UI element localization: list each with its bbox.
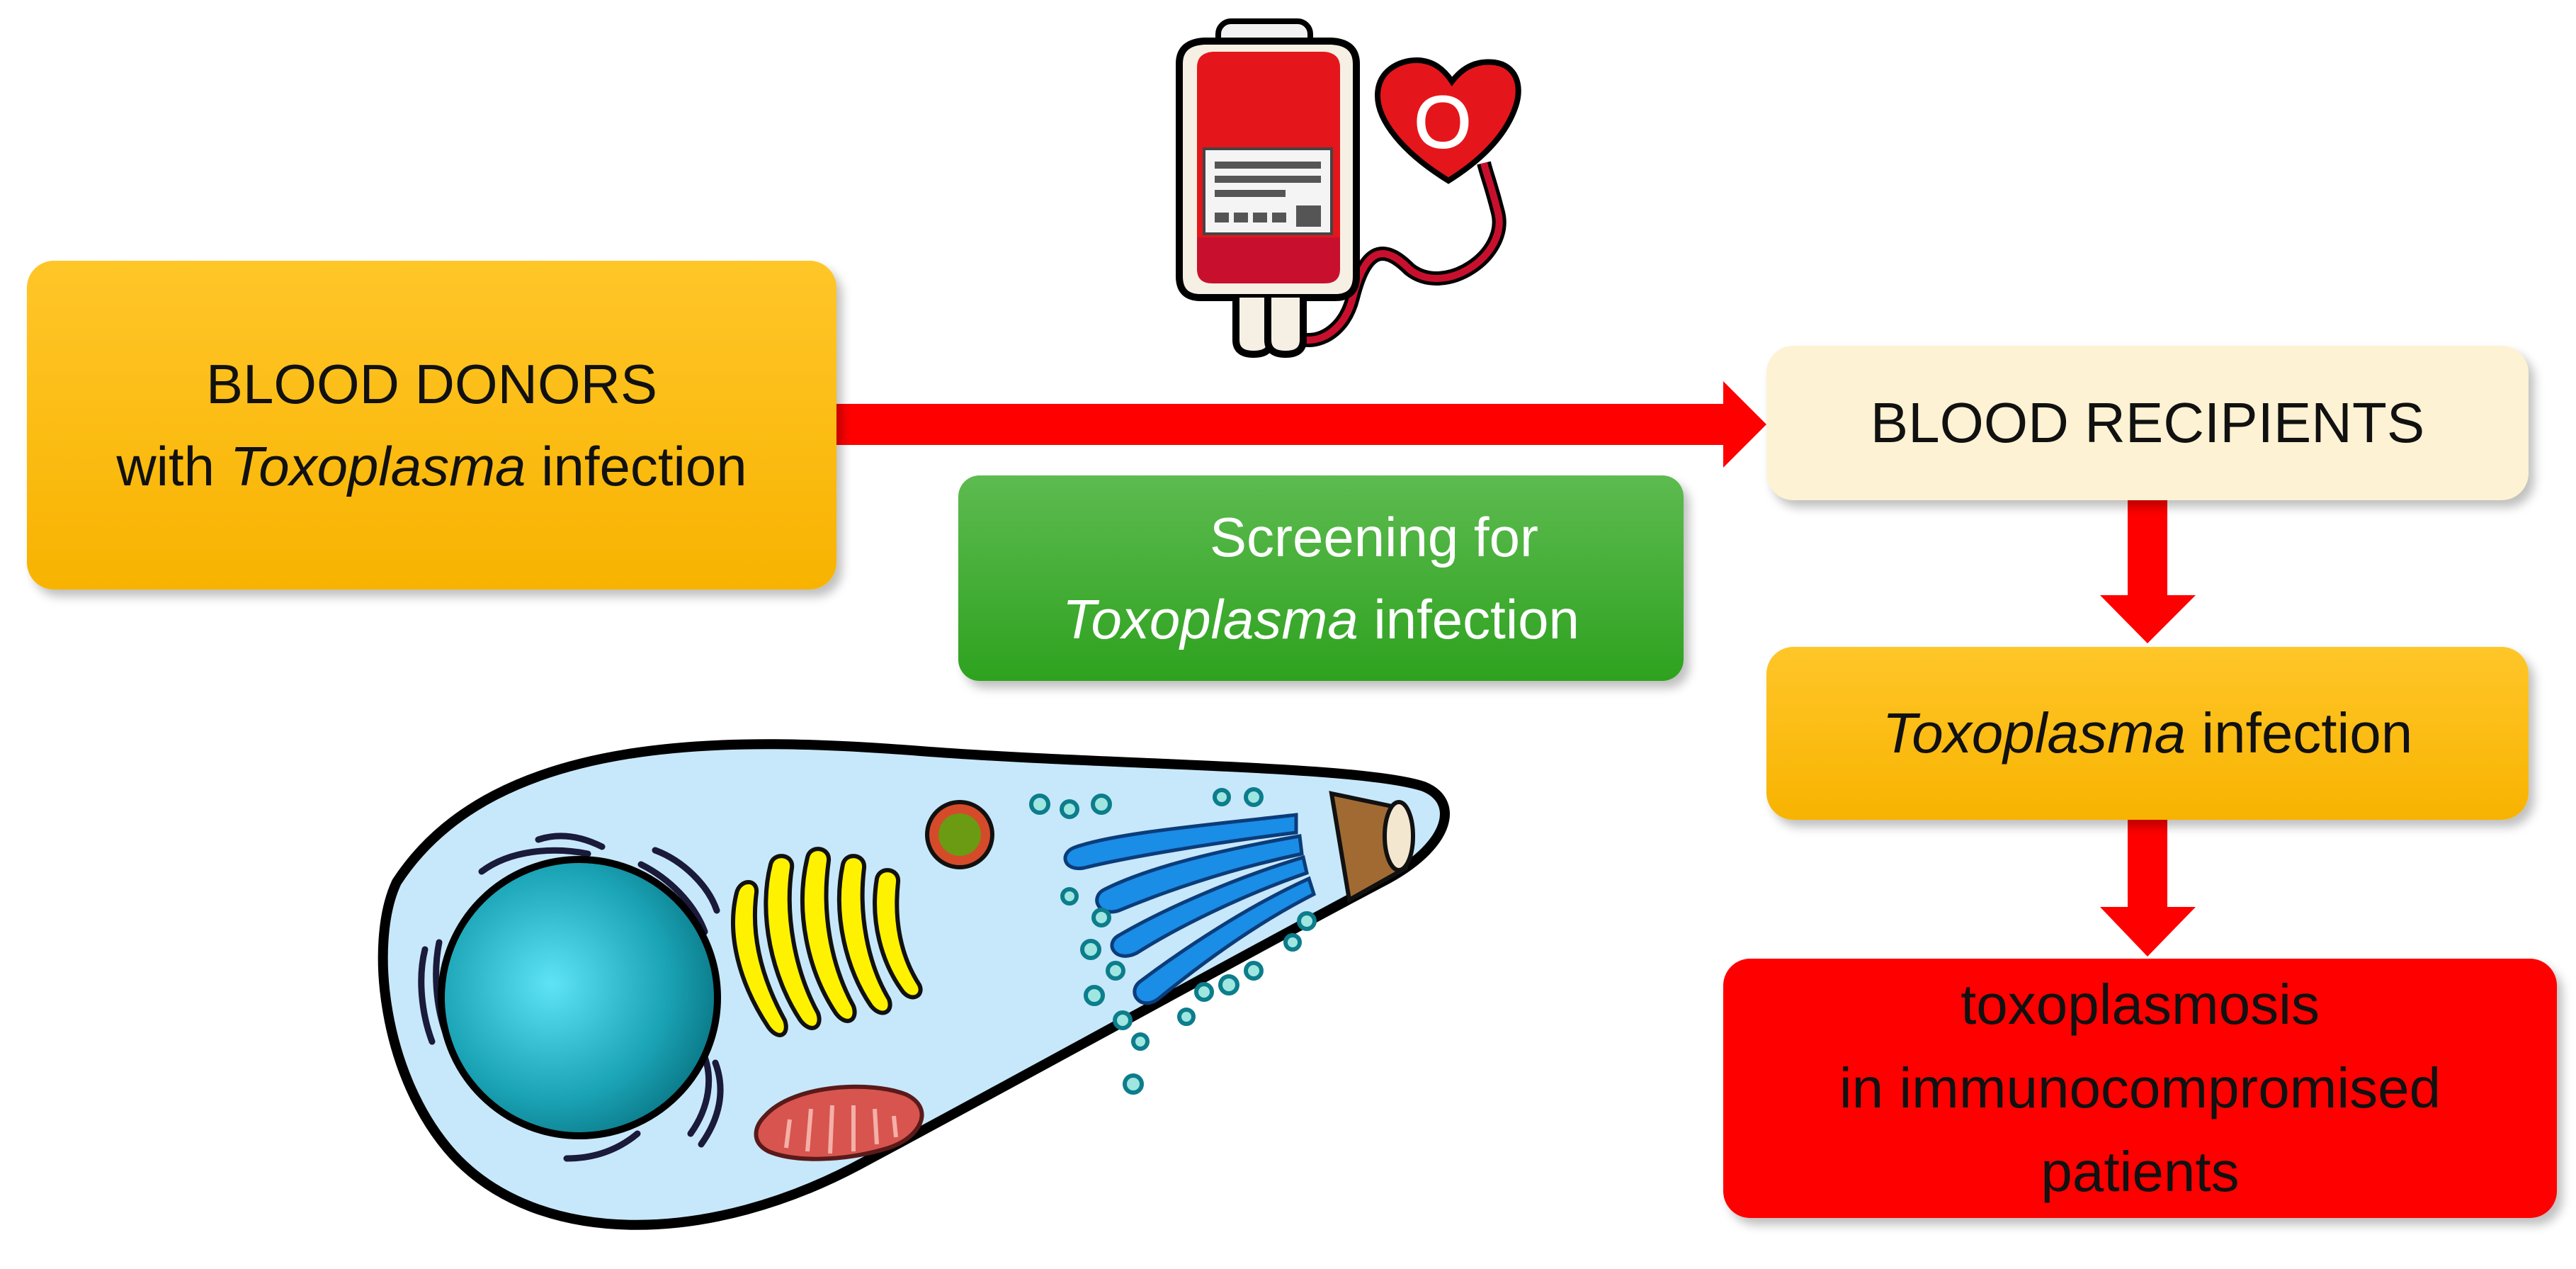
outcome-line-1: toxoplasmosis xyxy=(1961,973,2320,1036)
blood-type-label: O xyxy=(1414,81,1472,164)
toxoplasmosis-outcome-box: toxoplasmosis in immunocompromised patie… xyxy=(1723,959,2557,1218)
screening-subtitle: Toxoplasma infection xyxy=(1062,588,1579,650)
arrow-infection-to-outcome xyxy=(2100,820,2196,957)
toxoplasma-infection-box: Toxoplasma infection xyxy=(1766,647,2529,820)
outcome-line-2: in immunocompromised xyxy=(1839,1056,2441,1119)
outcome-line-3: patients xyxy=(2041,1140,2240,1203)
blood-donors-box: BLOOD DONORS with Toxoplasma infection xyxy=(27,261,836,590)
blood-recipients-box: BLOOD RECIPIENTS xyxy=(1766,346,2529,500)
arrow-donors-to-recipients xyxy=(836,381,1766,468)
toxoplasma-cell-illustration xyxy=(378,739,1450,1230)
screening-title: Screening for xyxy=(1210,506,1538,568)
blood-bag-icon xyxy=(1176,18,1521,359)
screening-box: Screening for Toxoplasma infection xyxy=(958,475,1684,681)
donors-title: BLOOD DONORS xyxy=(205,353,658,415)
infection-label: Toxoplasma infection xyxy=(1882,701,2413,765)
recipients-label: BLOOD RECIPIENTS xyxy=(1870,391,2425,454)
arrow-recipients-to-infection xyxy=(2100,500,2196,643)
donors-subtitle: with Toxoplasma infection xyxy=(116,435,747,497)
